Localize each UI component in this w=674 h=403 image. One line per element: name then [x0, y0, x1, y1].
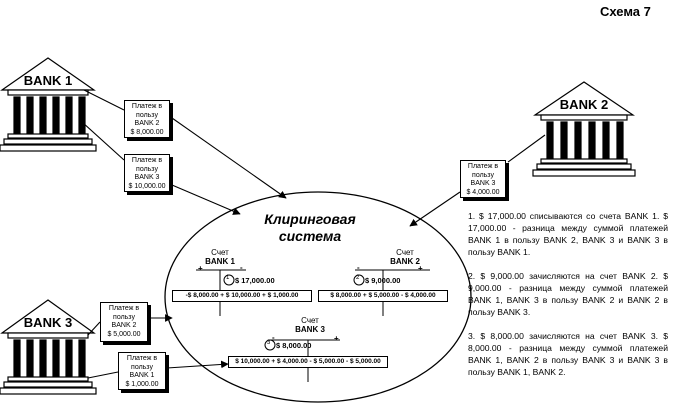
account-bank2-formula: $ 8,000.00 + $ 5,000.00 - $ 4,000.00	[318, 290, 448, 302]
step-number-2: 2	[356, 275, 360, 281]
memo-amount: $ 10,000.00	[128, 182, 166, 190]
account-bank1-formula: -$ 8,000.00 + $ 10,000.00 + $ 1,000.00	[172, 290, 312, 302]
memo-line: BANK 2	[111, 322, 137, 329]
step-circle-3	[264, 339, 276, 351]
account-bank: BANK 1	[205, 257, 235, 266]
bank1-building-icon	[0, 57, 97, 152]
account-bank1-header: Счет BANK 1	[200, 248, 240, 266]
account-bank: BANK 3	[295, 325, 325, 334]
credit-sign: -	[272, 333, 275, 342]
bank2-building-icon	[532, 81, 636, 177]
memo-line: Платеж в	[126, 355, 158, 362]
memo-line: BANK 3	[134, 174, 160, 181]
credit-sign: -	[240, 263, 243, 272]
account-label: Счет	[211, 248, 229, 257]
memo-amount: $ 4,000.00	[466, 188, 500, 196]
debit-sign: +	[198, 264, 203, 273]
memo-bank3-to-bank2: Платеж в пользу BANK 2 $ 5,000.00	[100, 302, 148, 342]
memo-line: BANK 3	[470, 180, 496, 187]
debit-sign: +	[418, 264, 423, 273]
memo-amount: $ 8,000.00	[130, 128, 164, 136]
note-2: 2. $ 9,000.00 зачисляются на счет BANK 2…	[468, 271, 668, 317]
credit-sign: -	[357, 263, 360, 272]
memo-line: пользу	[113, 313, 135, 321]
t-account-bank1	[196, 269, 246, 316]
account-bank2-balance: $ 9,000.00	[365, 276, 401, 285]
step-circle-1	[223, 274, 235, 286]
memo-amount: $ 5,000.00	[107, 330, 141, 338]
account-bank: BANK 2	[390, 257, 420, 266]
memo-line: Платеж в	[131, 157, 163, 164]
step-circle-2	[353, 274, 365, 286]
account-bank3-formula: $ 10,000.00 + $ 4,000.00 - $ 5,000.00 - …	[228, 356, 388, 368]
t-account-bank2	[355, 269, 430, 316]
bank2-label: BANK 2	[559, 97, 609, 112]
memo-line: BANK 2	[134, 120, 160, 127]
step-number-3: 3	[267, 340, 271, 346]
account-bank3-balance: $ 8,000.00	[276, 341, 312, 350]
account-bank2-header: Счет BANK 2	[385, 248, 425, 266]
memo-line: пользу	[472, 171, 494, 179]
account-bank1-balance: $ 17,000.00	[235, 276, 275, 285]
bank1-label: BANK 1	[23, 73, 73, 88]
memo-line: Платеж в	[467, 163, 499, 170]
memo-bank1-to-bank2: Платеж в пользу BANK 2 $ 8,000.00	[124, 100, 170, 138]
scheme-label: Схема 7	[600, 4, 651, 19]
memo-line: Платеж в	[108, 305, 140, 312]
memo-amount: $ 1,000.00	[125, 380, 159, 388]
memo-line: пользу	[131, 363, 153, 371]
account-bank3-header: Счет BANK 3	[290, 316, 330, 334]
account-label: Счет	[396, 248, 414, 257]
memo-line: пользу	[136, 111, 158, 119]
memo-line: BANK 1	[129, 372, 155, 379]
payment-arrows	[81, 89, 546, 379]
t-account-bank3	[268, 339, 340, 382]
clearing-title-line: система	[278, 228, 342, 244]
debit-sign: +	[334, 334, 339, 343]
memo-bank3-to-bank1: Платеж в пользу BANK 1 $ 1,000.00	[118, 352, 166, 390]
clearing-system-title: Клиринговая система	[255, 211, 365, 245]
note-3: 3. $ 8,000.00 зачисляются на счет BANK 3…	[468, 331, 668, 377]
notes-block: 1. $ 17,000.00 списываются со счета BANK…	[468, 210, 668, 390]
clearing-title-line: Клиринговая	[264, 211, 356, 227]
bank3-building-icon	[0, 299, 97, 395]
clearing-system-ellipse	[164, 191, 472, 403]
memo-bank1-to-bank3: Платеж в пользу BANK 3 $ 10,000.00	[124, 154, 170, 192]
account-label: Счет	[301, 316, 319, 325]
memo-line: Платеж в	[131, 103, 163, 110]
memo-line: пользу	[136, 165, 158, 173]
step-number-1: 1	[226, 275, 230, 281]
bank3-label: BANK 3	[23, 315, 73, 330]
memo-bank2-to-bank3: Платеж в пользу BANK 3 $ 4,000.00	[460, 160, 506, 198]
note-1: 1. $ 17,000.00 списываются со счета BANK…	[468, 211, 668, 257]
